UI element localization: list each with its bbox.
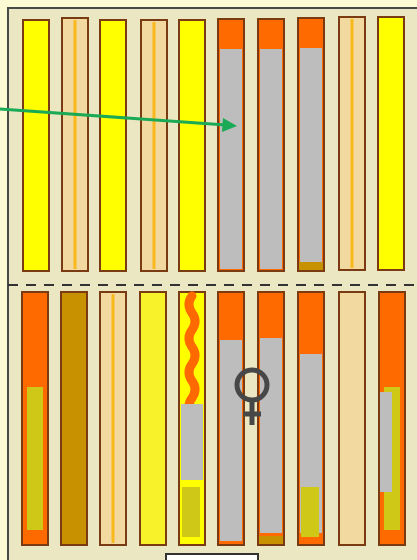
top-bar-1	[23, 20, 49, 271]
lime-base	[182, 487, 200, 537]
bottom-bar-6	[218, 292, 244, 545]
bottom-bar-4	[140, 292, 166, 545]
top-bar-8	[298, 18, 324, 271]
bar-body	[140, 292, 166, 545]
bar-stripe	[153, 22, 156, 269]
lime-base	[301, 487, 319, 537]
top-bar-10	[378, 17, 404, 270]
bottom-bar-7	[258, 292, 284, 545]
bottom-tab	[166, 554, 258, 560]
base-segment	[259, 536, 283, 544]
top-bar-4	[141, 20, 167, 271]
bottom-bar-10	[379, 292, 405, 545]
top-bar-9	[339, 17, 365, 270]
bar-stripe	[112, 294, 115, 543]
top-bar-2	[62, 18, 88, 271]
grey-band	[220, 340, 242, 541]
bottom-bar-9	[339, 292, 365, 545]
bottom-bar-3	[100, 292, 126, 545]
bar-body	[23, 20, 49, 271]
bar-stripe	[74, 20, 77, 269]
lime-patch	[27, 387, 43, 530]
grey-band	[220, 49, 242, 269]
bottom-bar-1	[22, 292, 48, 545]
bar-body	[179, 20, 205, 271]
grey-band	[300, 48, 322, 263]
bottom-bar-8	[298, 292, 324, 545]
bottom-bar-2	[61, 292, 87, 545]
top-bar-3	[100, 20, 126, 271]
top-bar-5	[179, 20, 205, 271]
base-segment	[299, 262, 323, 270]
grey-band	[380, 392, 392, 492]
bottom-bar-5	[179, 292, 205, 545]
grey-band	[181, 404, 203, 480]
grey-band	[260, 49, 282, 269]
bar-body	[100, 20, 126, 271]
grey-band	[260, 338, 282, 533]
bar-stripe	[351, 19, 354, 268]
bar-body	[378, 17, 404, 270]
top-bar-7	[258, 19, 284, 271]
bar-body	[339, 292, 365, 545]
bar-body	[61, 292, 87, 545]
top-bar-6	[218, 19, 244, 271]
